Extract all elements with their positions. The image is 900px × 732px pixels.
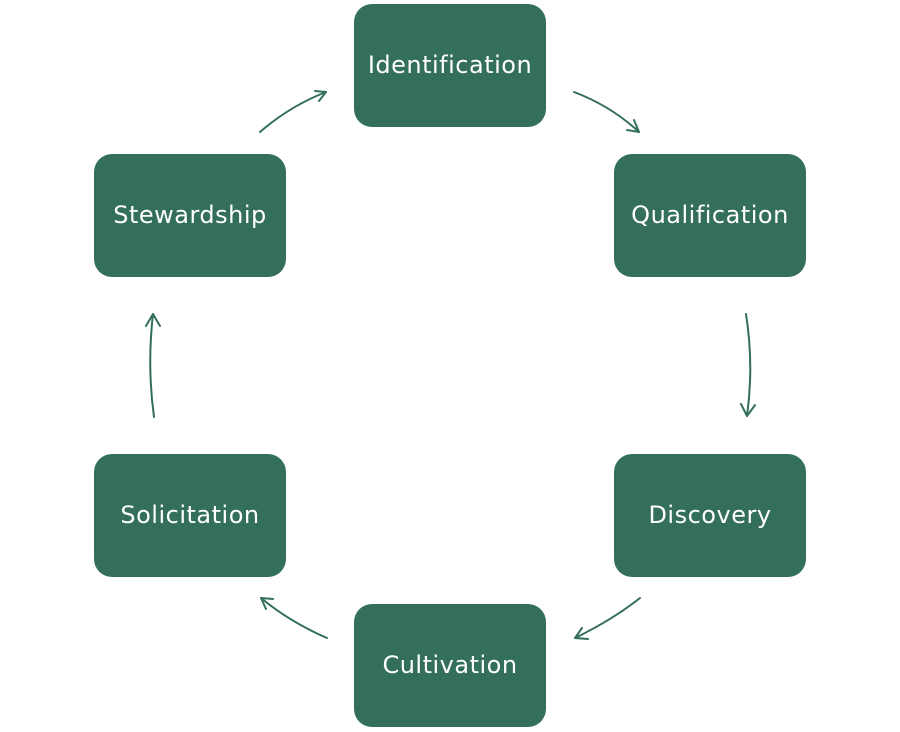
stage-stewardship-label: Stewardship: [113, 201, 267, 230]
stage-qualification-label: Qualification: [631, 201, 789, 230]
stage-qualification: Qualification: [614, 154, 806, 277]
stage-solicitation-label: Solicitation: [120, 501, 260, 530]
stage-stewardship: Stewardship: [94, 154, 286, 277]
stage-cultivation: Cultivation: [354, 604, 546, 727]
stage-identification-label: Identification: [367, 51, 533, 80]
arrow-cultivation-to-solicitation: [260, 597, 328, 639]
arrow-discovery-to-cultivation: [574, 597, 641, 640]
arrow-qualification-to-discovery: [740, 313, 756, 417]
stage-discovery-label: Discovery: [648, 501, 772, 530]
arrow-stewardship-to-identification: [259, 90, 327, 133]
stage-solicitation: Solicitation: [94, 454, 286, 577]
stage-cultivation-label: Cultivation: [382, 651, 518, 680]
arrow-solicitation-to-stewardship: [145, 313, 161, 418]
stage-discovery: Discovery: [614, 454, 806, 577]
arrow-identification-to-qualification: [573, 91, 640, 133]
stage-identification: Identification: [354, 4, 546, 127]
